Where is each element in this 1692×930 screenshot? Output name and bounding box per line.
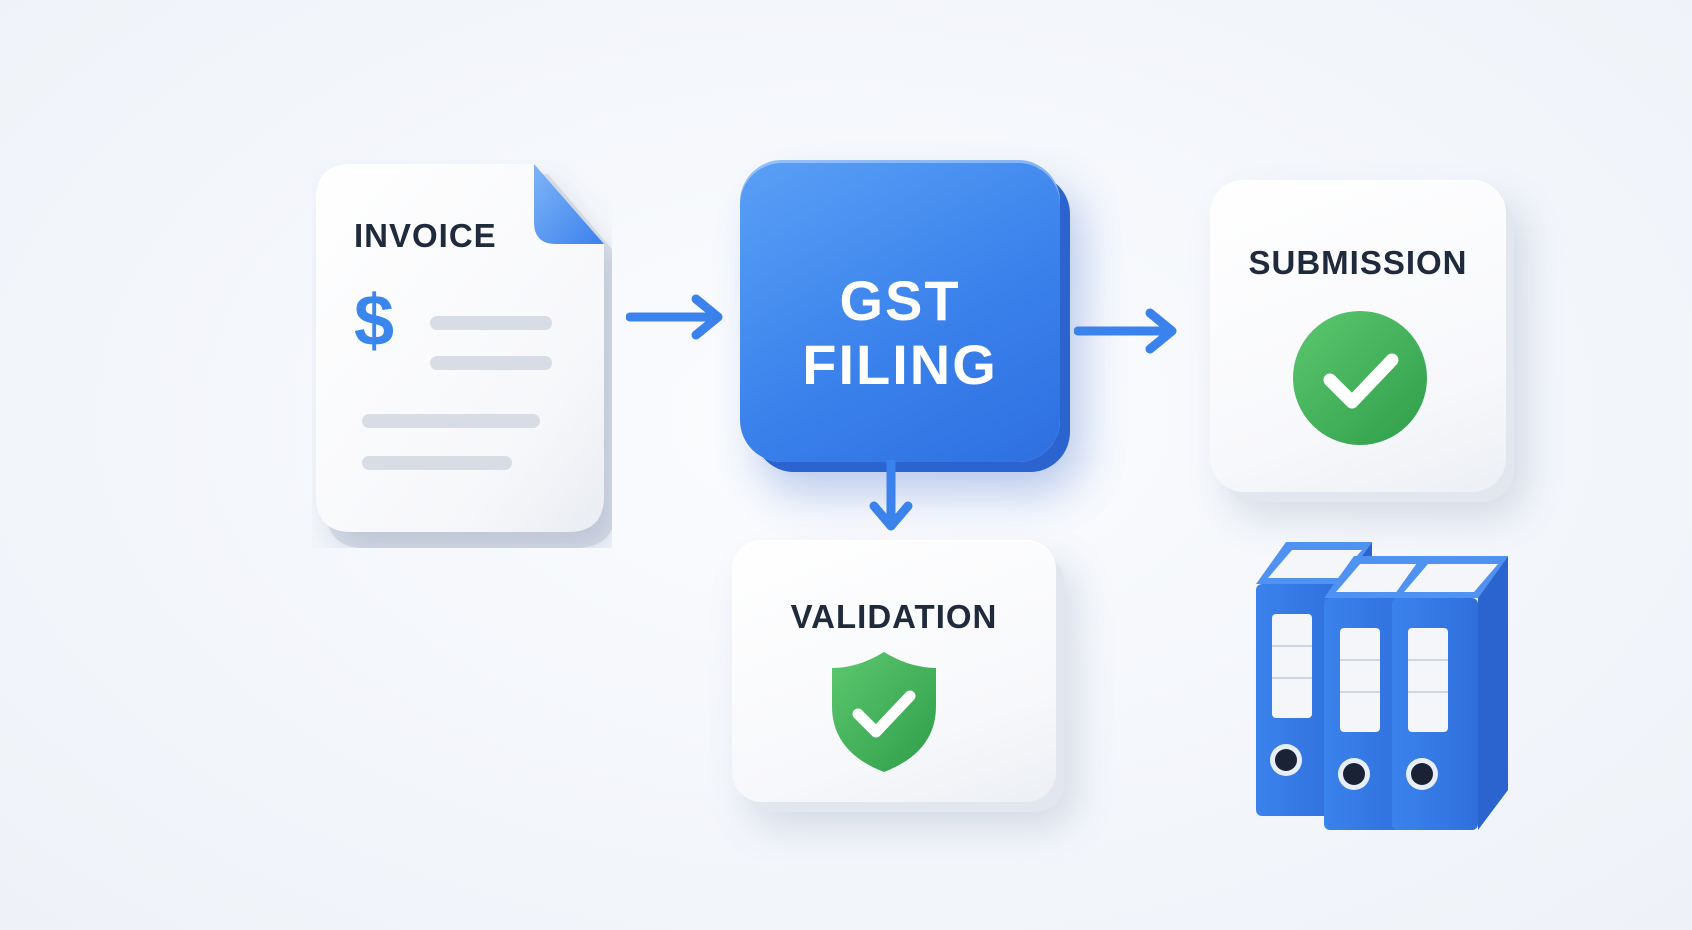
binders-icon [1256, 542, 1508, 830]
invoice-node: INVOICE $ [312, 160, 612, 548]
arrow-gst-to-submission [1074, 308, 1177, 354]
invoice-line-1 [430, 316, 552, 330]
arrow-invoice-to-gst [626, 294, 723, 340]
check-circle-icon [1293, 311, 1427, 445]
validation-node: VALIDATION [732, 540, 1056, 802]
invoice-line-4 [362, 456, 512, 470]
validation-label: VALIDATION [790, 598, 998, 635]
gst-filing-line1: GST [839, 269, 961, 332]
shield-check-icon [832, 652, 936, 772]
invoice-line-3 [362, 414, 540, 428]
invoice-line-2 [430, 356, 552, 370]
dollar-icon: $ [354, 281, 395, 361]
invoice-label: INVOICE [354, 217, 497, 254]
submission-node: SUBMISSION [1210, 180, 1506, 492]
binder-3 [1392, 556, 1508, 830]
arrow-gst-to-validation [869, 460, 913, 531]
gst-filing-node: GST FILING [740, 160, 1060, 462]
invoice-document-icon [316, 164, 612, 548]
gst-filing-line2: FILING [802, 333, 998, 396]
archive-binders [1250, 538, 1520, 838]
submission-label: SUBMISSION [1248, 244, 1468, 281]
